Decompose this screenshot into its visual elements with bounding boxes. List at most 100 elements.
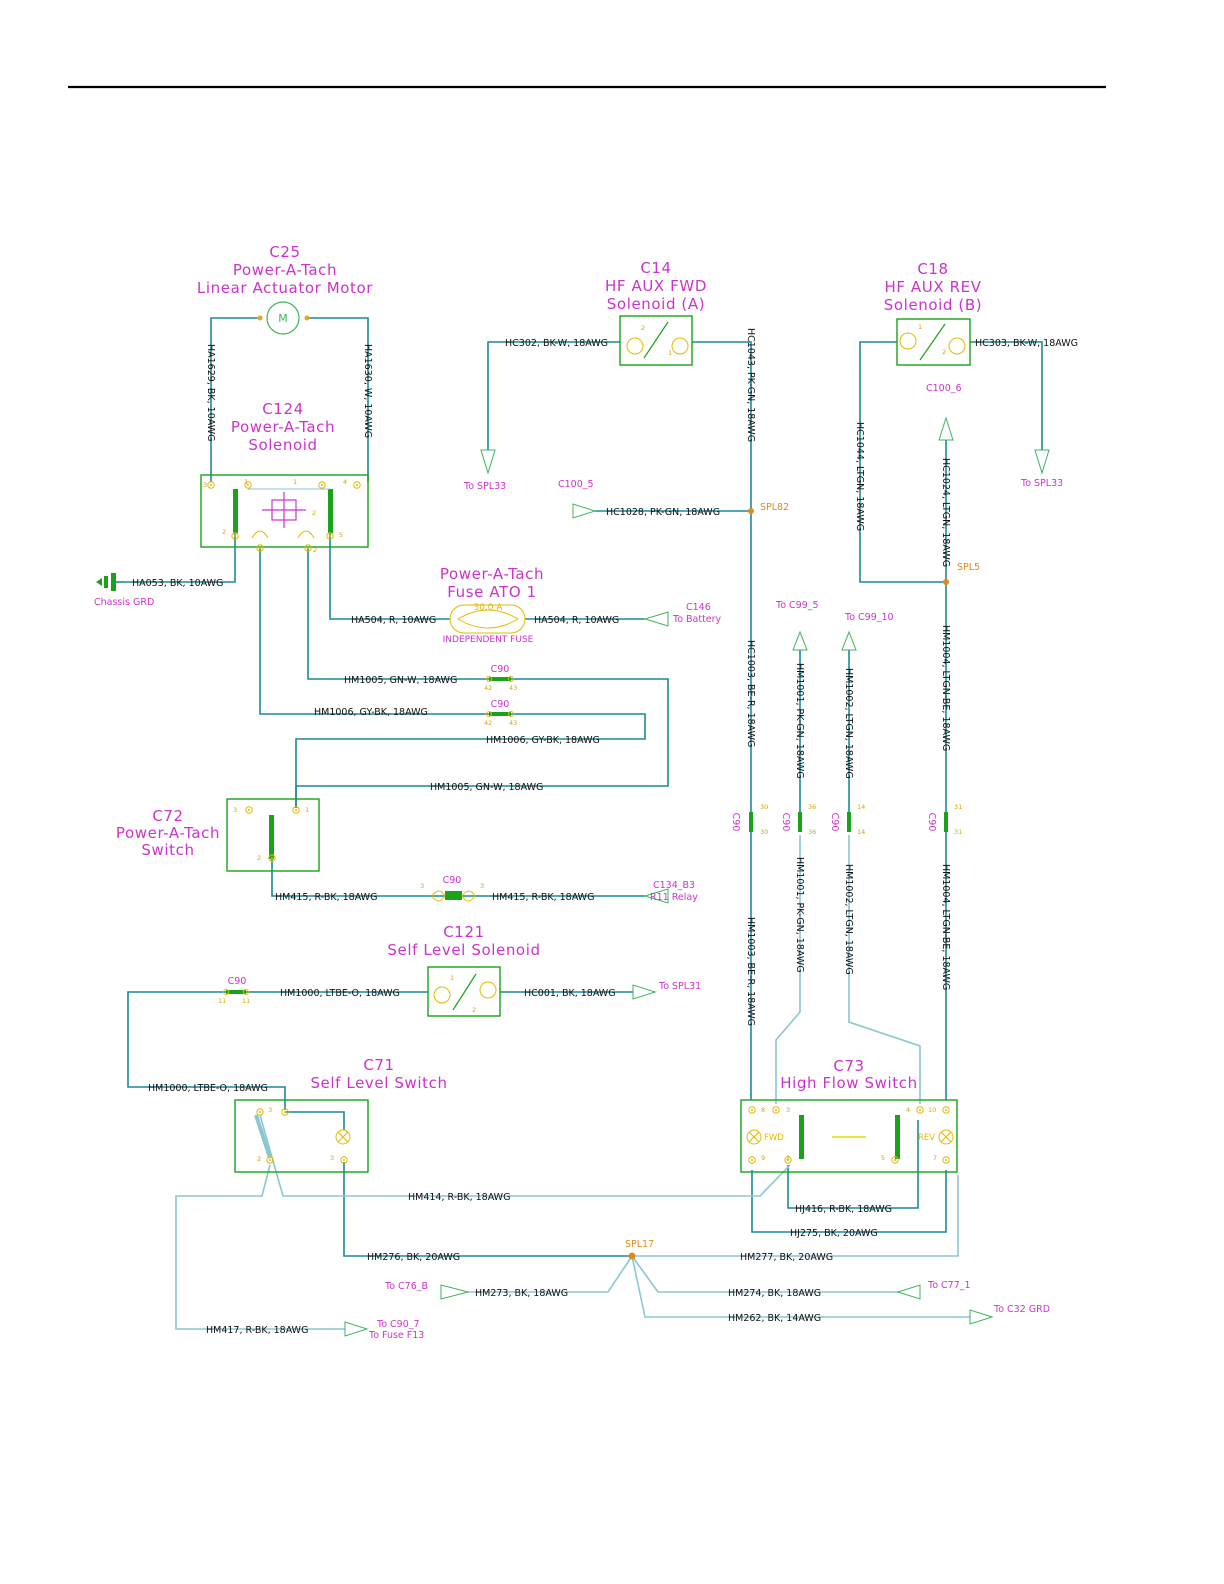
component-titles: C25 Power-A-Tach Linear Actuator Motor C… — [116, 243, 982, 1092]
wire-ha053 — [124, 533, 236, 583]
label-hm1003: HM1003, BE-R, 18AWG — [745, 917, 756, 1026]
label-hm415-a: HM415, R-BK, 18AWG — [275, 892, 377, 903]
c72-title-3: Switch — [141, 841, 194, 859]
c124-box — [200, 474, 369, 548]
svg-text:8: 8 — [761, 1106, 765, 1114]
ref-to-c76-b: To C76_B — [384, 1281, 428, 1292]
arrow-c134 — [643, 888, 669, 904]
solenoid-internals — [452, 321, 946, 1011]
svg-text:30: 30 — [760, 803, 768, 811]
label-hm1001-a: HM1001, PK-GN, 18AWG — [794, 663, 805, 779]
chassis-ground-icon — [96, 573, 124, 591]
c18-title-3: Solenoid (B) — [884, 296, 982, 314]
svg-text:14: 14 — [857, 803, 865, 811]
wire-hc1044 — [859, 341, 946, 583]
motor-symbol: M — [257, 301, 310, 335]
arrow-c99-10 — [841, 630, 857, 651]
wire-ha504 — [329, 533, 450, 620]
ref-to-spl31: To SPL31 — [658, 981, 701, 992]
svg-text:3: 3 — [203, 481, 207, 489]
ref-c100-6: C100_6 — [926, 383, 962, 394]
wire-hm1006 — [259, 548, 495, 715]
svg-text:2: 2 — [942, 348, 946, 356]
wire-hm415 — [271, 858, 445, 897]
label-hm1004-a: HM1004, LTGN-BE, 18AWG — [940, 625, 951, 751]
c90-label-d: C90 — [228, 976, 247, 987]
c73-box — [740, 1099, 958, 1173]
ref-c100-5: C100_5 — [558, 479, 594, 490]
svg-text:43: 43 — [509, 684, 517, 692]
spl5-dot — [943, 579, 949, 585]
label-hm1006-b: HM1006, GY-BK, 18AWG — [486, 735, 600, 746]
arrow-c146 — [643, 611, 669, 627]
ref-to-spl33-b: To SPL33 — [1020, 478, 1063, 489]
label-hm1004-b: HM1004, LTGN-BE, 18AWG — [940, 864, 951, 990]
c73-rev-label: REV — [918, 1133, 935, 1143]
label-hc303: HC303, BK-W, 18AWG — [975, 338, 1078, 349]
fuse-title-2: Fuse ATO 1 — [447, 583, 537, 601]
ref-spl82: SPL82 — [760, 502, 789, 513]
c90-label-v4: C90 — [926, 813, 937, 832]
splice-points — [628, 508, 949, 1260]
c90-label-v1: C90 — [730, 813, 741, 832]
wire-hj275 — [751, 1170, 947, 1233]
svg-text:2: 2 — [222, 528, 226, 536]
svg-text:1: 1 — [244, 478, 248, 486]
svg-text:3: 3 — [330, 1154, 334, 1162]
svg-text:1: 1 — [293, 478, 297, 486]
c71-box — [234, 1099, 369, 1173]
ref-to-c99-10: To C99_10 — [844, 612, 894, 623]
wire-hm273 — [468, 1255, 633, 1293]
wire-hm414 — [259, 1114, 791, 1197]
label-hm1002-b: HM1002, LTGN, 18AWG — [843, 864, 854, 975]
label-hm1000-b: HM1000, LTBE-O, 18AWG — [148, 1083, 268, 1094]
c90-label-v2: C90 — [780, 813, 791, 832]
c18-box — [896, 318, 971, 366]
label-hj275: HJ275, BK, 20AWG — [790, 1228, 878, 1239]
wire-hm274 — [631, 1255, 905, 1293]
wire-labels: HC302, BK-W, 18AWG HC303, BK-W, 18AWG HC… — [132, 338, 1078, 1336]
svg-text:14: 14 — [857, 828, 865, 836]
svg-text:1: 1 — [450, 974, 454, 982]
label-ha1630: HA1630, W, 10AWG — [362, 344, 373, 438]
svg-text:2: 2 — [313, 546, 317, 554]
label-hm1006-a: HM1006, GY-BK, 18AWG — [314, 707, 428, 718]
svg-text:1: 1 — [668, 349, 672, 357]
wire-ha1629 — [210, 317, 260, 482]
ref-to-c32-grd: To C32 GRD — [993, 1304, 1050, 1315]
c25-title-1: C25 — [269, 243, 300, 261]
solenoid-coils — [433, 332, 966, 1004]
fuse-rating: 30.0 A — [473, 603, 503, 613]
ref-c146: C146 — [686, 602, 711, 613]
svg-text:43: 43 — [509, 719, 517, 727]
ref-r11-relay: R11 Relay — [650, 892, 698, 903]
c90-label-a: C90 — [491, 664, 510, 675]
label-ha504-b: HA504, R, 10AWG — [534, 615, 619, 626]
c121-title-2: Self Level Solenoid — [387, 941, 540, 959]
svg-text:9: 9 — [761, 1154, 765, 1162]
wire-hm1002-b — [848, 835, 921, 1104]
fuse-symbol — [449, 604, 526, 634]
arrow-c100-6 — [938, 416, 954, 441]
wires — [124, 317, 1043, 1257]
c72-title-2: Power-A-Tach — [116, 824, 220, 842]
c124-internals — [233, 488, 333, 539]
svg-text:3: 3 — [268, 1106, 272, 1114]
wire-hc303 — [970, 341, 1043, 455]
svg-text:42: 42 — [484, 684, 492, 692]
svg-text:30: 30 — [760, 828, 768, 836]
wire-hm1000-b — [127, 991, 286, 1110]
label-hj416: HJ416, R-BK, 18AWG — [795, 1204, 892, 1215]
label-hm273: HM273, BK, 18AWG — [475, 1288, 568, 1299]
svg-text:31: 31 — [954, 803, 962, 811]
svg-text:3: 3 — [786, 1106, 790, 1114]
c71-title-1: C71 — [363, 1056, 394, 1074]
wire-labels-vertical: HA1629, BK, 10AWG HA1630, W, 10AWG HC104… — [205, 328, 951, 1026]
svg-text:2: 2 — [641, 324, 645, 332]
svg-text:11: 11 — [242, 997, 250, 1005]
c14-title-2: HF AUX FWD — [605, 277, 707, 295]
wire-hm276 — [343, 1162, 632, 1257]
arrow-terminators — [344, 416, 1050, 1337]
